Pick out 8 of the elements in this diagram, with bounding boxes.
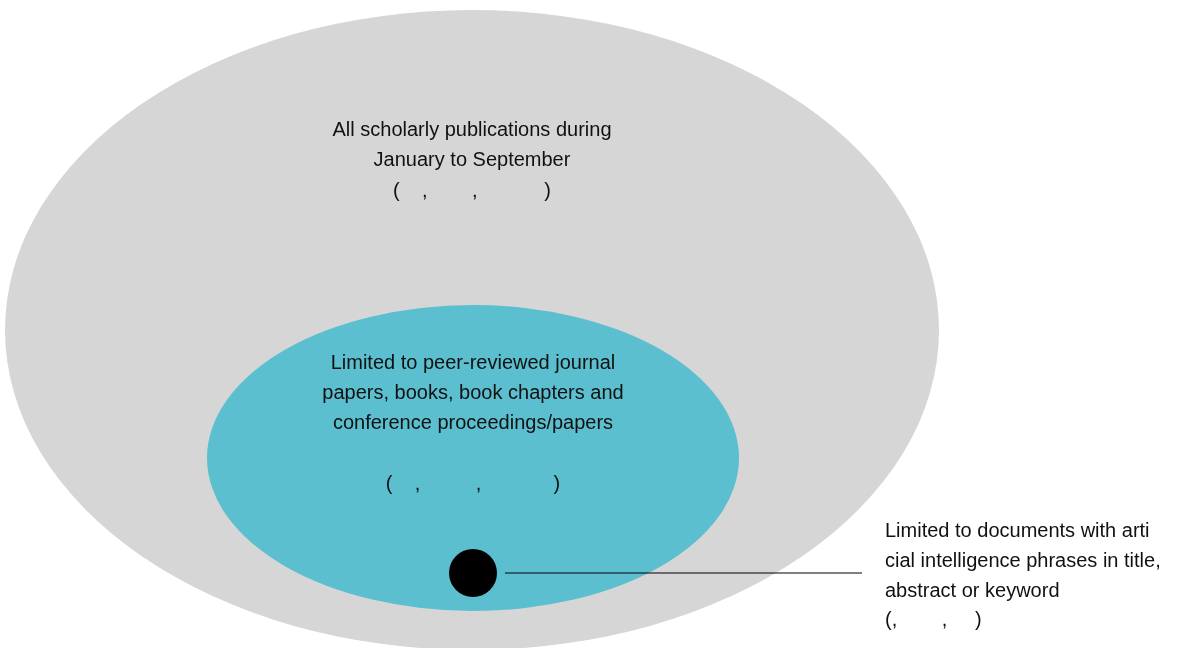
fill-in-blank: ( , , )	[392, 178, 552, 203]
node-label: Limited to peer-reviewed journal papers, books, book chapters and conference proceedings/papers	[321, 350, 625, 435]
node-label: Limited to documents with arti cial intelligence phrases in title, abstract or keyword	[885, 518, 1162, 603]
node-label: All scholarly publications during January to September	[331, 117, 613, 172]
leader-line	[504, 572, 863, 574]
fill-in-blank: ( , , )	[384, 471, 562, 496]
filled-circle	[449, 549, 497, 597]
fill-in-blank: (, , )	[885, 607, 983, 632]
